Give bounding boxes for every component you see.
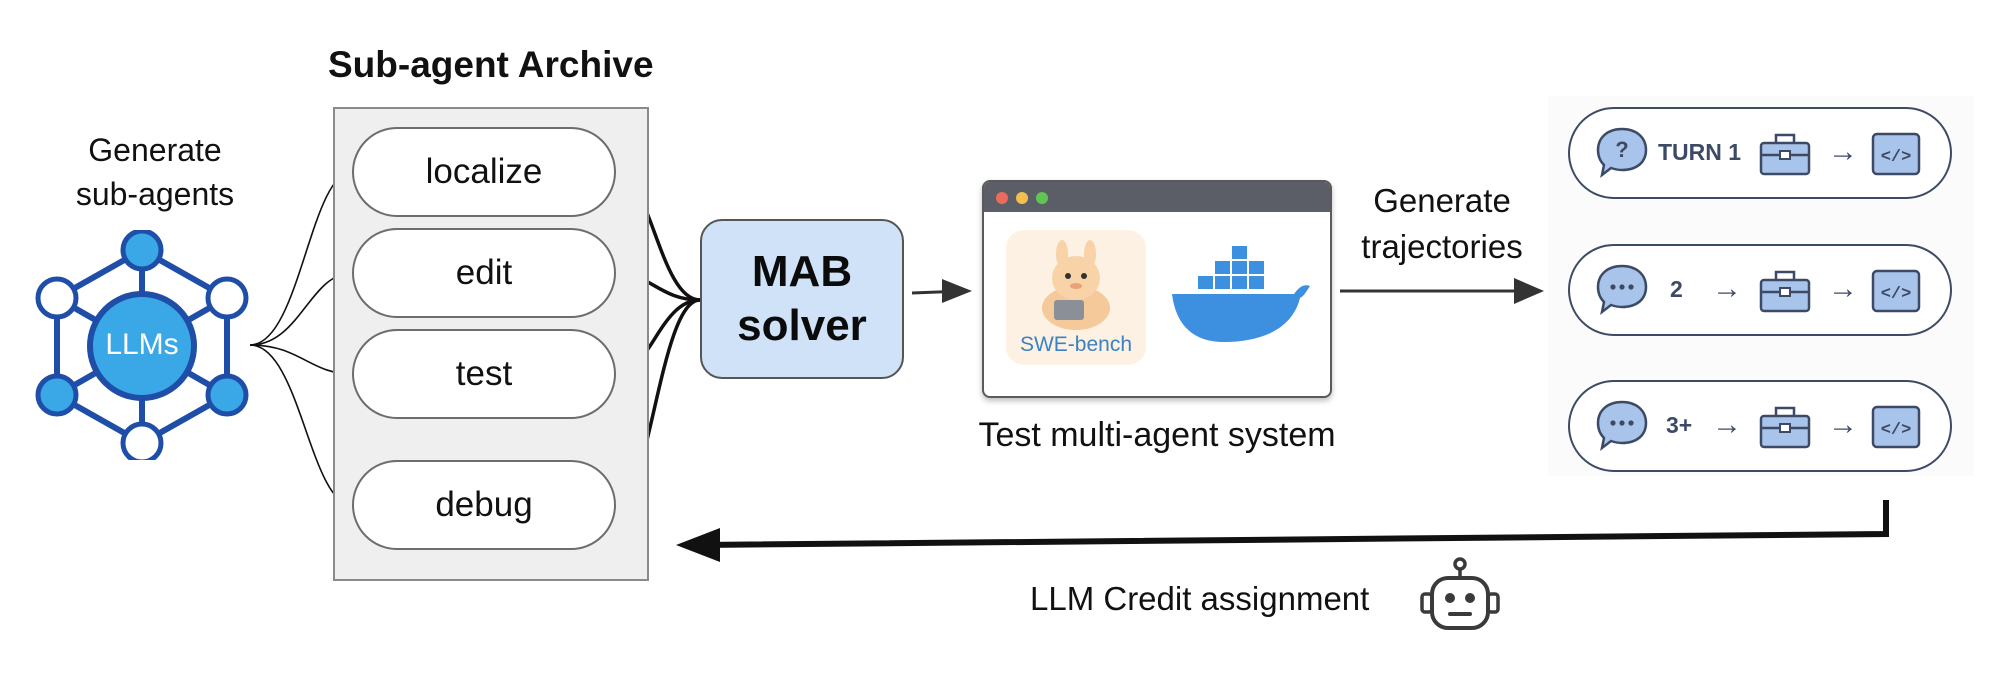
window-minimize-dot xyxy=(1016,192,1028,204)
archive-item-edit: edit xyxy=(352,228,616,318)
feedback-arrowhead xyxy=(676,528,720,562)
mab-solver-line2: solver xyxy=(737,301,867,350)
generate-trajectories-line2: trajectories xyxy=(1361,228,1523,265)
trajectory-turn-3: 3+ → → </> xyxy=(1568,380,1952,472)
llm-hub-label: LLMs xyxy=(105,328,179,361)
turn-2-label: 2 xyxy=(1670,276,1683,302)
chat-bubble-icon xyxy=(1596,264,1648,316)
archive-title: Sub-agent Archive xyxy=(328,44,654,85)
generate-subagents-line1: Generate xyxy=(88,132,222,168)
mab-solver-line1: MAB xyxy=(751,247,853,296)
trajectory-turn-2: 2 → → </> xyxy=(1568,244,1952,336)
toolbox-icon xyxy=(1759,406,1811,449)
robot-icon xyxy=(1420,557,1500,630)
llm-hub-icon xyxy=(35,230,249,460)
svg-text:</>: </> xyxy=(1881,421,1912,440)
window-maximize-dot xyxy=(1036,192,1048,204)
turn-arrow-icon: → xyxy=(1828,408,1858,441)
credit-assignment-label: LLM Credit assignment xyxy=(1030,580,1370,617)
turn-arrow-icon: → xyxy=(1828,135,1858,168)
svg-text:</>: </> xyxy=(1881,285,1912,304)
generate-subagents-label: Generate sub-agents xyxy=(50,128,260,216)
feedback-arrow xyxy=(699,500,1889,548)
arrowhead-solver-to-test xyxy=(942,279,972,303)
turn-arrow-icon: → xyxy=(1828,272,1858,305)
swe-bench-label: SWE-bench xyxy=(1019,333,1133,356)
turn-3-label: 3+ xyxy=(1666,412,1693,438)
docker-whale-icon xyxy=(1172,246,1310,342)
turn-1-label: TURN 1 xyxy=(1658,139,1742,165)
archive-item-debug: debug xyxy=(352,460,616,550)
window-close-dot xyxy=(996,192,1008,204)
turn-arrow-icon: → xyxy=(1712,408,1742,441)
svg-text:?: ? xyxy=(1615,137,1628,162)
swe-bench-logo: SWE-bench xyxy=(1006,230,1146,365)
window-title-bar xyxy=(984,182,1330,212)
question-bubble-icon: ? xyxy=(1596,127,1648,179)
code-icon: </> xyxy=(1871,132,1921,176)
archive-item-test: test xyxy=(352,329,616,419)
test-system-caption: Test multi-agent system xyxy=(978,416,1336,454)
archive-item-localize: localize xyxy=(352,127,616,217)
chat-bubble-icon xyxy=(1596,400,1648,452)
arrowhead-test-to-trajectories xyxy=(1514,278,1544,304)
svg-text:</>: </> xyxy=(1881,148,1912,167)
generate-trajectories-label: Generate trajectories xyxy=(1334,178,1550,270)
code-icon: </> xyxy=(1871,269,1921,313)
toolbox-icon xyxy=(1759,133,1811,176)
turn-arrow-icon: → xyxy=(1712,272,1742,305)
generate-subagents-line2: sub-agents xyxy=(75,176,235,212)
toolbox-icon xyxy=(1759,270,1811,313)
llama-mascot-icon xyxy=(1042,240,1110,330)
trajectory-turn-1: ? TURN 1 → </> xyxy=(1568,107,1952,199)
code-icon: </> xyxy=(1871,405,1921,449)
mab-solver-box: MAB solver xyxy=(700,219,904,379)
test-system-window: SWE-bench xyxy=(982,180,1332,398)
generate-trajectories-line1: Generate xyxy=(1373,182,1511,219)
